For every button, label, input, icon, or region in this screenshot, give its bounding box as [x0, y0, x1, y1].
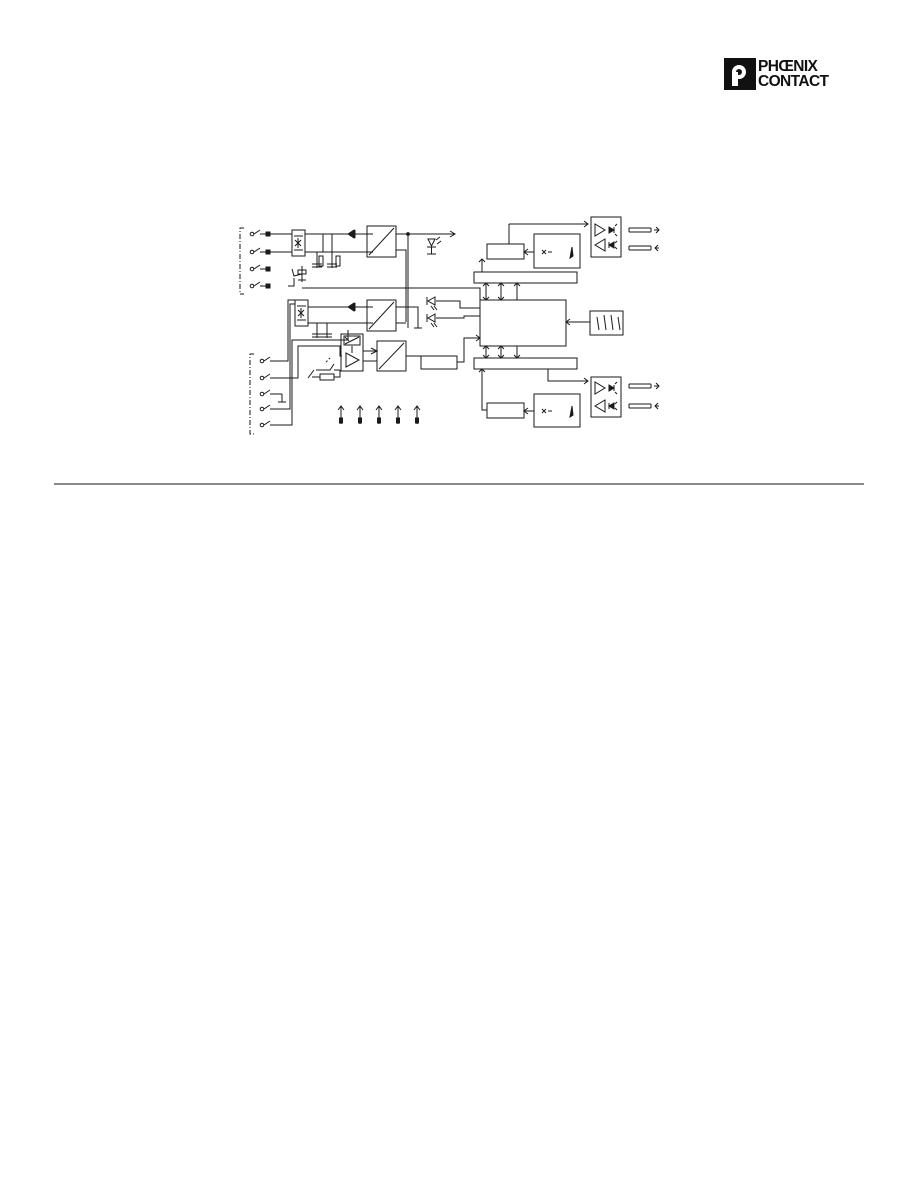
central-controller-block [479, 299, 567, 347]
terminal-9 [259, 420, 282, 428]
terminal-4 [249, 281, 271, 289]
input-arrow-row [337, 405, 421, 424]
upper-led-icon [427, 236, 442, 255]
lower-fiber-rx [628, 402, 659, 410]
upper-diode-icon [347, 229, 356, 239]
upper-converter-block [366, 225, 397, 258]
upper-fiber-tx [628, 226, 660, 234]
upper-bus-bar [473, 271, 578, 284]
lower-bus-bar [473, 357, 578, 370]
logo-line-1: PHŒNIX [758, 58, 818, 75]
status-led-1-icon [426, 296, 443, 311]
dip-switch-block [589, 310, 624, 336]
lower-optical-transceiver [590, 376, 622, 418]
status-led-2-icon [426, 313, 443, 328]
lower-rectifier-block [294, 299, 309, 327]
upper-interface-block [486, 243, 525, 260]
terminal-2 [249, 247, 271, 255]
phoenix-contact-p-mark-icon [724, 58, 756, 90]
terminal-1 [249, 229, 271, 237]
terminal-5 [259, 356, 282, 364]
lower-interface-block [486, 402, 525, 419]
upper-photo-block [533, 233, 581, 269]
upper-fiber-rx [628, 244, 659, 252]
lower-terminal-group [249, 353, 286, 435]
terminal-7 [259, 389, 286, 403]
lower-converter-block [366, 299, 397, 332]
lower-fiber-tx [628, 382, 660, 390]
terminal-6 [259, 373, 282, 381]
logo-line-2: CONTACT [758, 73, 829, 90]
terminal-3 [249, 264, 271, 272]
lower-photo-block [533, 393, 581, 428]
brand-logo: PHŒNIX CONTACT [724, 56, 862, 92]
upper-rectifier-block [291, 229, 306, 257]
lower-diode-icon [347, 302, 356, 312]
terminal-8 [259, 404, 282, 412]
signal-conditioning-block [420, 355, 458, 370]
section-divider [54, 483, 864, 485]
isolation-amplifier-block [340, 333, 364, 372]
upper-terminal-group [239, 227, 271, 295]
block-diagram [239, 216, 660, 435]
upper-optical-transceiver [590, 216, 622, 258]
